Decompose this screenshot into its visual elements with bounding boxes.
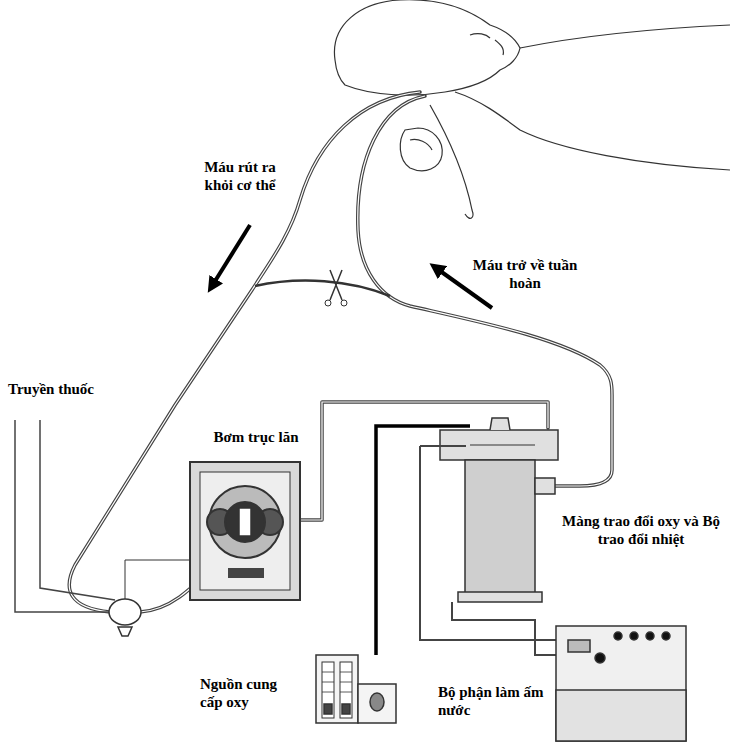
part-label: Bộ phận làm ấm nước <box>438 683 548 719</box>
flow-arrows <box>212 225 492 308</box>
water-heater <box>556 626 686 741</box>
part-label: Nguồn cung cấp oxy <box>200 675 300 711</box>
roller-pump <box>190 462 300 600</box>
drug-infusion-lines <box>15 420 115 612</box>
part-label: Máu rút ra khỏi cơ thể <box>192 158 288 194</box>
water-lines <box>420 446 556 655</box>
part-label: Truyền thuốc <box>8 380 138 398</box>
bridge-clamp <box>255 270 390 306</box>
tubing-lumen <box>69 92 612 612</box>
oxygen-flowmeter <box>316 655 396 723</box>
infant-figure <box>334 0 730 218</box>
blood-tubing <box>69 92 612 612</box>
part-label: Màng trao đổi oxy và Bộ trao đổi nhiệt <box>556 512 726 548</box>
part-label: Bơm trục lăn <box>200 428 312 446</box>
part-label: Máu trở về tuần hoàn <box>470 256 580 292</box>
